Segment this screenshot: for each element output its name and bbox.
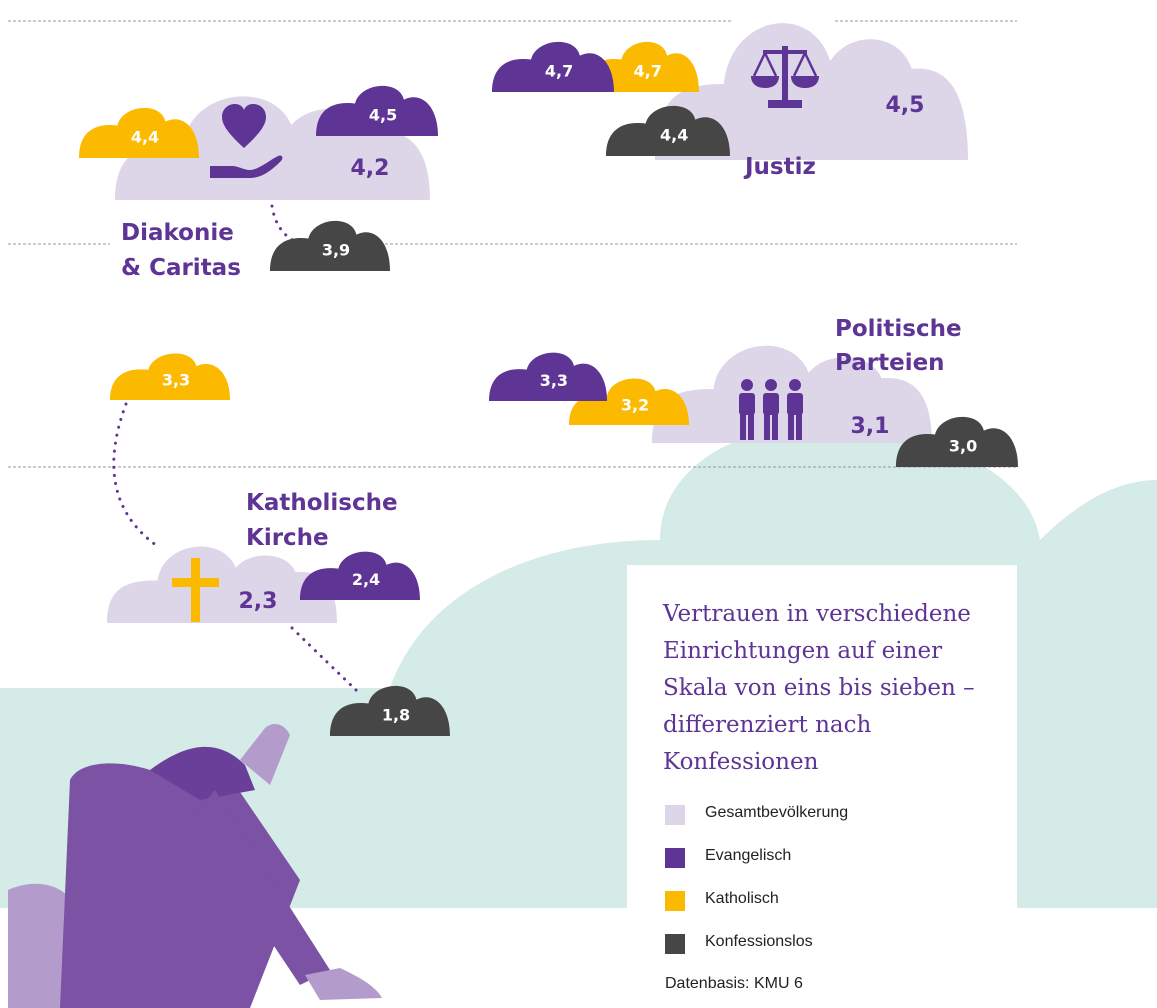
value-label-evangelisch: 4,7 [545,61,573,80]
legend-label: Gesamtbevölkerung [705,804,849,821]
cloud-konfessionslos [896,416,1018,467]
cloud-katholisch [79,107,199,158]
cloud-katholisch [585,41,699,92]
institution-label: Kirche [246,525,329,551]
value-label-katholisch: 3,2 [621,395,649,414]
institution-label: & Caritas [121,255,241,281]
cloud-konfessionslos [270,220,390,271]
value-label-evangelisch: 2,4 [352,570,380,589]
connector-kirche-katholisch [112,402,162,550]
legend-swatch [665,891,685,911]
value-label-katholisch: 3,3 [162,370,190,389]
heart-hand-icon [210,104,283,178]
value-label-evangelisch: 3,3 [540,371,568,390]
cloud-gesamt [107,546,337,623]
value-label-katholisch: 4,7 [634,61,662,80]
cloud-evangelisch [300,551,420,600]
cloud-konfessionslos [330,685,450,736]
cloud-evangelisch [492,41,614,92]
value-label-katholisch: 4,4 [131,127,159,146]
institution-label: Parteien [835,350,945,376]
cloud-evangelisch [489,352,607,401]
value-label-evangelisch: 4,5 [369,105,397,124]
legend-swatch [665,934,685,954]
icons [172,46,819,622]
connector-kirche-konfessionslos [290,626,358,692]
institution-labels: Diakonie & Caritas JustizPolitischeParteie… [121,154,962,551]
cloud-evangelisch [316,85,438,136]
legend-panel [627,565,1017,1008]
cloud-konfessionslos [606,105,730,156]
person-illustration [8,724,382,1008]
cross-icon [172,558,219,622]
people-icon [739,379,803,440]
cloud-gesamt [655,23,968,161]
legend-label: Evangelisch [705,847,792,864]
institution-label: Katholische [246,490,398,516]
value-label-konfessionslos: 3,0 [949,436,977,455]
value-label-gesamt: 2,3 [239,589,278,614]
scales-icon [751,46,819,108]
institution-label: Politische [835,316,962,342]
data-source: Datenbasis: KMU 6 [665,975,803,992]
gridlines [8,20,1017,468]
value-label-konfessionslos: 3,9 [322,240,350,259]
value-label-konfessionslos: 1,8 [382,705,410,724]
connector-diakonie [270,204,298,244]
chart-subtitle: Vertrauen in verschiedene Einrichtungen … [663,601,975,775]
cloud-katholisch [569,378,689,425]
legend-swatch [665,805,685,825]
value-label-gesamt: 4,5 [886,93,925,118]
legend-label: Katholisch [705,890,779,907]
legend-label: Konfessionslos [705,933,813,950]
value-label-konfessionslos: 4,4 [660,125,688,144]
institution-label: Diakonie [121,220,234,246]
value-label-gesamt: 3,1 [851,414,890,439]
cloud-katholisch [110,353,230,400]
institution-label: Justiz [743,154,816,180]
value-label-gesamt: 4,2 [351,156,390,181]
legend-swatch [665,848,685,868]
